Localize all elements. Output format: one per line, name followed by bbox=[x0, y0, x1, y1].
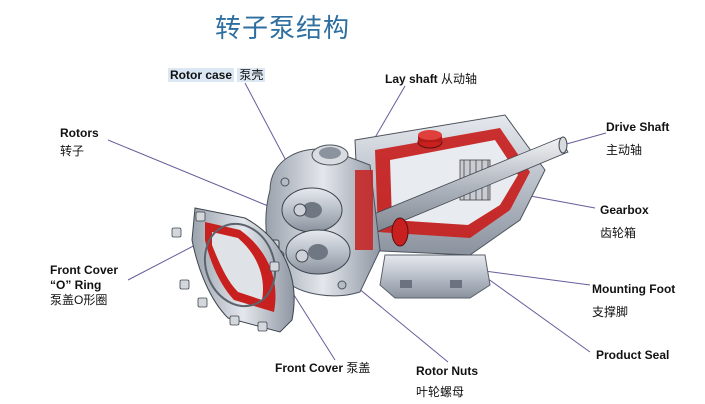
label-front-cover-o-ring: Front Cover “O” Ring 泵盖O形圈 bbox=[50, 263, 119, 307]
cover-bolts bbox=[171, 211, 280, 332]
diagram-title: 转子泵结构 bbox=[215, 14, 351, 44]
label-rotor-case: Rotor case 泵壳 bbox=[168, 68, 266, 82]
label-front-cover: Front Cover 泵盖 bbox=[275, 361, 371, 375]
label-drive-shaft: Drive Shaft 主动轴 bbox=[606, 120, 670, 157]
label-rotor-nuts: Rotor Nuts 叶轮螺母 bbox=[416, 364, 478, 399]
mounting-foot bbox=[379, 254, 491, 299]
rotors bbox=[281, 187, 351, 275]
label-product-seal: Product Seal bbox=[596, 348, 670, 362]
product-seal bbox=[391, 217, 409, 247]
front-cover bbox=[191, 207, 295, 333]
label-mounting-foot: Mounting Foot 支撑脚 bbox=[592, 282, 676, 319]
label-rotors: Rotors 转子 bbox=[60, 126, 99, 158]
label-gearbox: Gearbox 齿轮箱 bbox=[600, 203, 649, 240]
label-lay-shaft: Lay shaft 从动轴 bbox=[385, 72, 478, 86]
